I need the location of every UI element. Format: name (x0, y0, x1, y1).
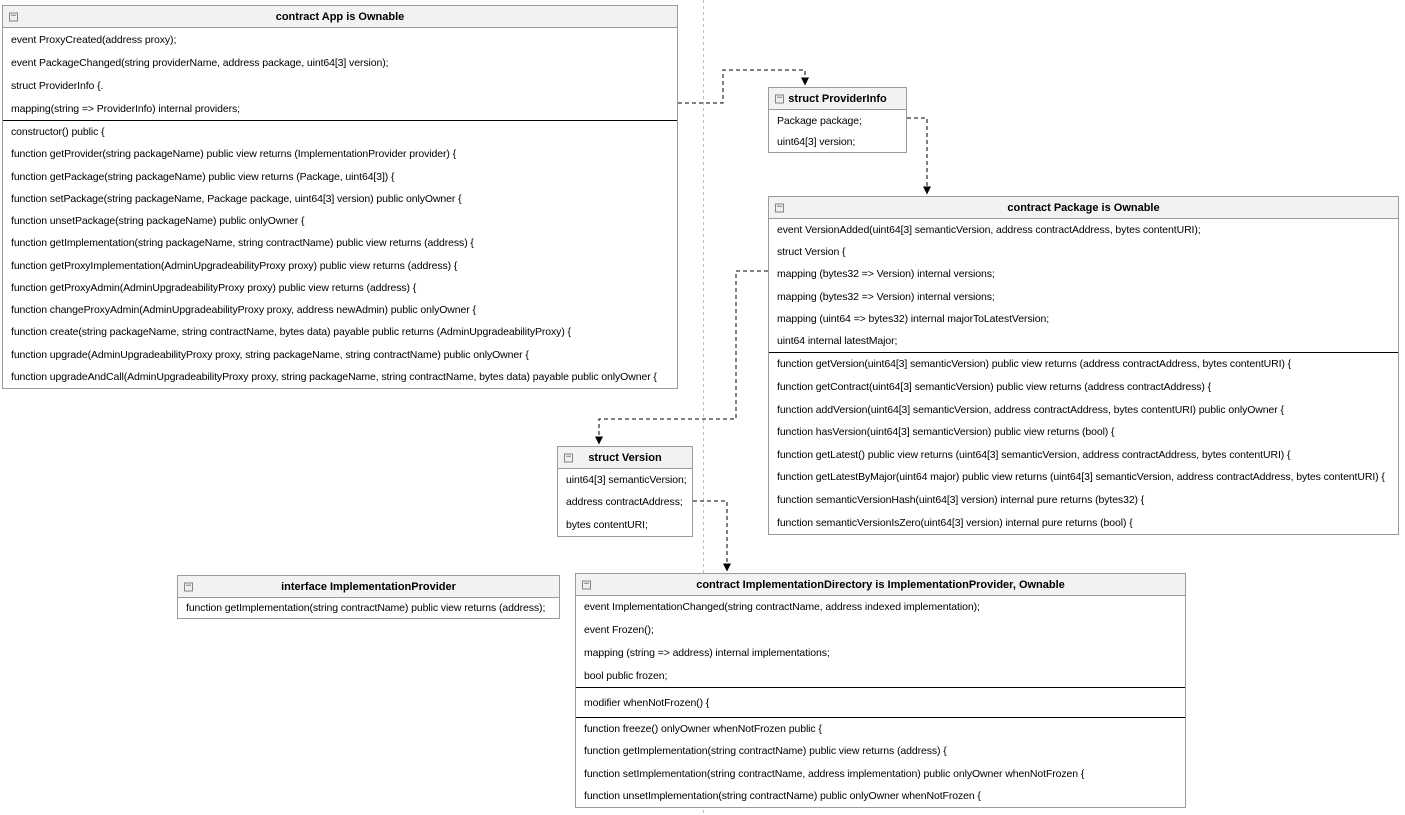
attributes-section: uint64[3] semanticVersion; address contra… (558, 469, 692, 536)
member-row[interactable]: uint64[3] version; (777, 135, 856, 148)
member-row[interactable]: mapping (string => address) internal imp… (584, 646, 830, 659)
member-row[interactable]: struct ProviderInfo {. (11, 79, 104, 92)
class-header[interactable]: − struct ProviderInfo (769, 88, 906, 110)
member-row[interactable]: function upgrade(AdminUpgradeabilityProx… (11, 348, 529, 361)
member-row[interactable]: function getProvider(string packageName)… (11, 148, 457, 161)
member-row[interactable]: address contractAddress; (566, 496, 683, 509)
class-box-version[interactable]: − struct Version uint64[3] semanticVersi… (557, 446, 693, 537)
class-header[interactable]: − contract App is Ownable (3, 6, 677, 28)
class-box-package[interactable]: − contract Package is Ownable event Vers… (768, 196, 1399, 535)
member-row[interactable]: bool public frozen; (584, 669, 668, 682)
modifiers-section: modifier whenNotFrozen() { (576, 687, 1185, 717)
member-row[interactable]: function getVersion(uint64[3] semanticVe… (777, 358, 1292, 371)
methods-section: constructor() public { function getProvid… (3, 120, 677, 388)
member-row[interactable]: event ImplementationChanged(string contr… (584, 601, 980, 614)
member-row[interactable]: function freeze() onlyOwner whenNotFroze… (584, 723, 822, 736)
methods-section: function getImplementation(string contra… (178, 598, 559, 618)
class-box-providerinfo[interactable]: − struct ProviderInfo Package package; ui… (768, 87, 907, 153)
member-row[interactable]: mapping (bytes32 => Version) internal ve… (777, 268, 995, 281)
class-title: interface ImplementationProvider (281, 580, 456, 593)
member-row[interactable]: function hasVersion(uint64[3] semanticVe… (777, 426, 1115, 439)
collapse-icon[interactable]: − (184, 582, 193, 591)
class-box-implementationdirectory[interactable]: − contract ImplementationDirectory is Im… (575, 573, 1186, 808)
class-header[interactable]: − contract ImplementationDirectory is Im… (576, 574, 1185, 596)
member-row[interactable]: function unsetPackage(string packageName… (11, 215, 305, 228)
member-row[interactable]: function getImplementation(string contra… (186, 602, 546, 614)
class-title: struct Version (588, 451, 662, 464)
member-row[interactable]: function getProxyImplementation(AdminUpg… (11, 259, 458, 272)
member-row[interactable]: function getLatest() public view returns… (777, 448, 1291, 461)
class-box-implementationprovider[interactable]: − interface ImplementationProvider funct… (177, 575, 560, 619)
class-header[interactable]: − struct Version (558, 447, 692, 469)
methods-section: function freeze() onlyOwner whenNotFroze… (576, 717, 1185, 807)
member-row[interactable]: function getContract(uint64[3] semanticV… (777, 380, 1212, 393)
dependency-arrow-package-to-version[interactable] (595, 270, 768, 445)
member-row[interactable]: modifier whenNotFrozen() { (584, 696, 710, 709)
member-row[interactable]: mapping(string => ProviderInfo) internal… (11, 102, 240, 115)
member-row[interactable]: event PackageChanged(string providerName… (11, 56, 389, 69)
member-row[interactable]: function addVersion(uint64[3] semanticVe… (777, 403, 1284, 416)
methods-section: function getVersion(uint64[3] semanticVe… (769, 352, 1398, 534)
member-row[interactable]: uint64 internal latestMajor; (777, 334, 898, 347)
member-row[interactable]: mapping (bytes32 => Version) internal ve… (777, 290, 995, 303)
member-row[interactable]: function semanticVersionIsZero(uint64[3]… (777, 516, 1133, 529)
member-row[interactable]: event ProxyCreated(address proxy); (11, 33, 177, 46)
member-row[interactable]: mapping (uint64 => bytes32) internal maj… (777, 312, 1050, 325)
collapse-icon[interactable]: − (775, 203, 784, 212)
member-row[interactable]: uint64[3] semanticVersion; (566, 474, 687, 487)
member-row[interactable]: function unsetImplementation(string cont… (584, 789, 981, 802)
member-row[interactable]: bytes contentURI; (566, 518, 648, 531)
member-row[interactable]: function create(string packageName, stri… (11, 326, 571, 339)
member-row[interactable]: function semanticVersionHash(uint64[3] v… (777, 494, 1145, 507)
member-row[interactable]: struct Version { (777, 246, 846, 259)
attributes-section: Package package; uint64[3] version; (769, 110, 906, 152)
class-title: contract Package is Ownable (1007, 201, 1160, 214)
member-row[interactable]: function upgradeAndCall(AdminUpgradeabil… (11, 370, 657, 383)
collapse-icon[interactable]: − (9, 12, 18, 21)
dependency-arrow-version-to-impldirectory[interactable] (693, 500, 731, 572)
member-row[interactable]: function changeProxyAdmin(AdminUpgradeab… (11, 304, 476, 317)
member-row[interactable]: function setPackage(string packageName, … (11, 192, 462, 205)
dependency-arrow-providerinfo-to-package[interactable] (907, 117, 931, 195)
attributes-section: event VersionAdded(uint64[3] semanticVer… (769, 219, 1398, 352)
member-row[interactable]: function getImplementation(string packag… (11, 237, 474, 250)
collapse-icon[interactable]: − (582, 580, 591, 589)
class-header[interactable]: − contract Package is Ownable (769, 197, 1398, 219)
attributes-section: event ImplementationChanged(string contr… (576, 596, 1185, 687)
class-title: struct ProviderInfo (788, 92, 887, 105)
member-row[interactable]: function getImplementation(string contra… (584, 745, 947, 758)
dependency-arrow-app-to-providerinfo[interactable] (678, 69, 809, 104)
collapse-icon[interactable]: − (775, 94, 784, 103)
member-row[interactable]: function getPackage(string packageName) … (11, 170, 395, 183)
member-row[interactable]: event Frozen(); (584, 624, 654, 637)
class-title: contract App is Ownable (275, 10, 405, 23)
member-row[interactable]: event VersionAdded(uint64[3] semanticVer… (777, 224, 1201, 237)
member-row[interactable]: function setImplementation(string contra… (584, 767, 1085, 780)
member-row[interactable]: constructor() public { (11, 126, 105, 139)
class-header[interactable]: − interface ImplementationProvider (178, 576, 559, 598)
attributes-section: event ProxyCreated(address proxy); event … (3, 28, 677, 120)
member-row[interactable]: Package package; (777, 114, 862, 127)
member-row[interactable]: function getLatestByMajor(uint64 major) … (777, 471, 1385, 484)
member-row[interactable]: function getProxyAdmin(AdminUpgradeabili… (11, 281, 417, 294)
class-title: contract ImplementationDirectory is Impl… (696, 578, 1065, 591)
collapse-icon[interactable]: − (564, 453, 573, 462)
class-box-app[interactable]: − contract App is Ownable event ProxyCre… (2, 5, 678, 389)
